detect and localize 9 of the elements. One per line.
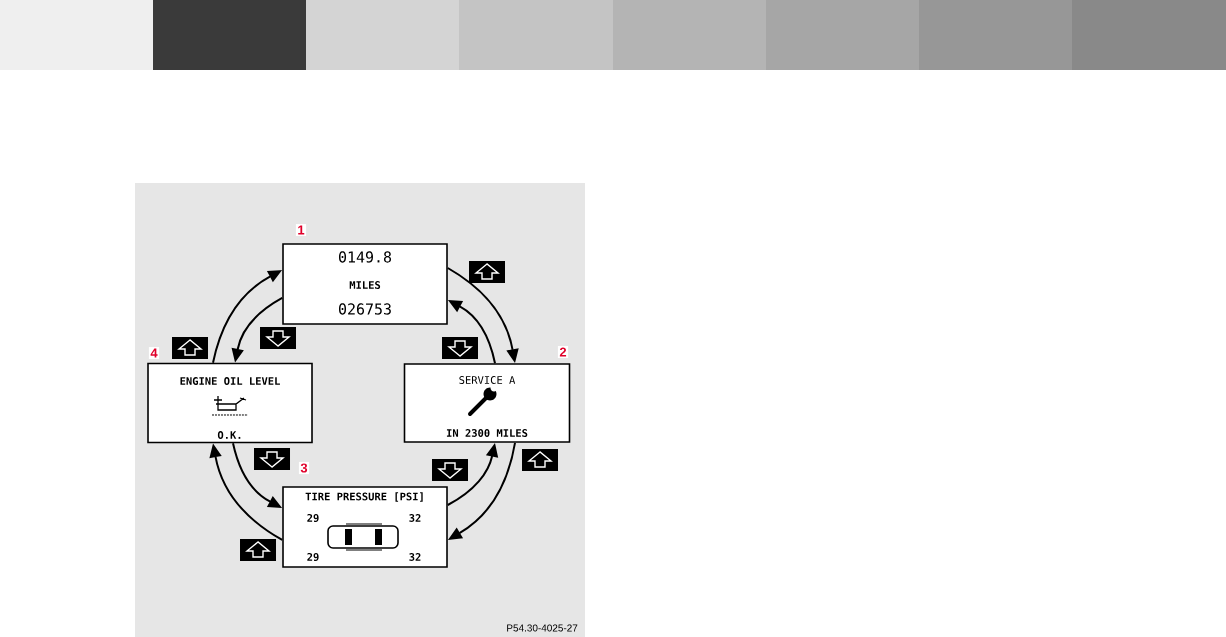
display-box: TIRE PRESSURE [PSI] 29 32 29 32 [282, 486, 448, 568]
callout-number: 2 [557, 346, 569, 358]
display-box: 0149.8 MILES 026753 [282, 243, 448, 325]
callout-number: 4 [148, 347, 160, 359]
figure-code: P54.30-4025-27 [507, 624, 578, 632]
callout-number: 1 [295, 224, 307, 236]
callout-number: 3 [298, 461, 310, 475]
display-box: SERVICE A IN 2300 MILES [403, 363, 571, 443]
display-box: ENGINE OIL LEVEL O.K. [147, 362, 313, 444]
